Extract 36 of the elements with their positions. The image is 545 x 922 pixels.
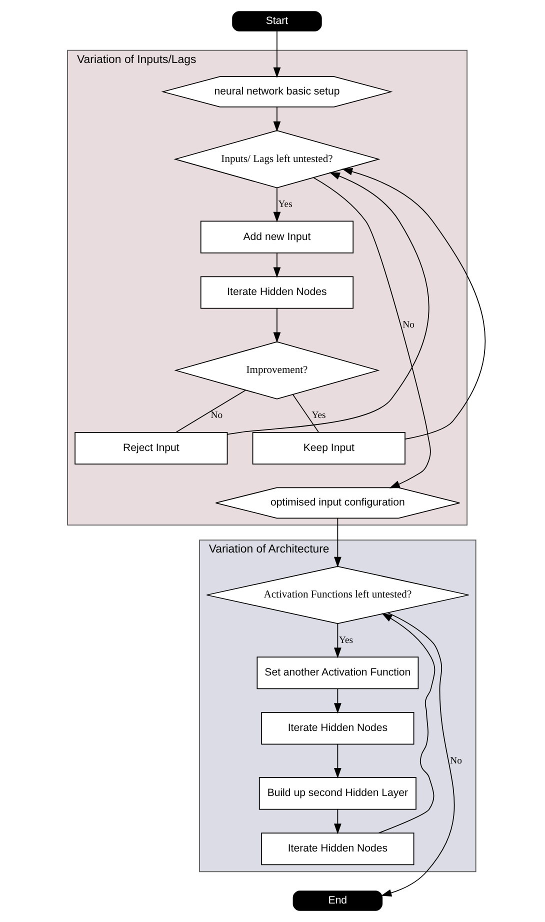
arrow	[226, 172, 429, 435]
edge-label: Yes	[311, 410, 326, 422]
node-box: Reject Input	[74, 432, 228, 465]
arrow	[380, 612, 454, 896]
arrow	[333, 688, 341, 714]
node-box: Add new Input	[200, 220, 354, 254]
node-box: Build up second Hidden Layer	[258, 777, 416, 810]
arrow	[333, 809, 341, 834]
arrow	[333, 744, 341, 779]
node-box: Iterate Hidden Nodes	[200, 276, 354, 309]
arrow	[312, 177, 430, 488]
arrow	[272, 308, 280, 343]
edge-label: No	[210, 410, 222, 422]
edge-label: No	[450, 755, 462, 766]
arrow	[272, 188, 280, 222]
node-diamond: Improvement?	[174, 341, 380, 400]
arrow	[333, 623, 341, 658]
edge-label: Yes	[338, 634, 353, 646]
node-box: Start	[232, 11, 322, 32]
node-diamond: Activation Functions left untested?	[206, 566, 469, 624]
node-box: Set another Activation Function	[256, 656, 418, 690]
arrow	[272, 252, 280, 278]
connector	[175, 390, 246, 433]
node-box: Iterate Hidden Nodes	[260, 832, 414, 866]
node-diamond: Inputs/ Lags left untested?	[173, 130, 380, 188]
arrow	[341, 168, 486, 440]
edge-label: No	[402, 320, 414, 331]
arrow	[272, 106, 280, 132]
arrow	[333, 518, 341, 568]
node-box: End	[292, 890, 382, 911]
arrow	[378, 613, 435, 834]
arrow	[272, 30, 280, 78]
edge-label: Yes	[278, 198, 292, 210]
node-box: Keep Input	[252, 432, 405, 465]
connector	[292, 394, 318, 433]
node-box: Iterate Hidden Nodes	[260, 712, 414, 745]
